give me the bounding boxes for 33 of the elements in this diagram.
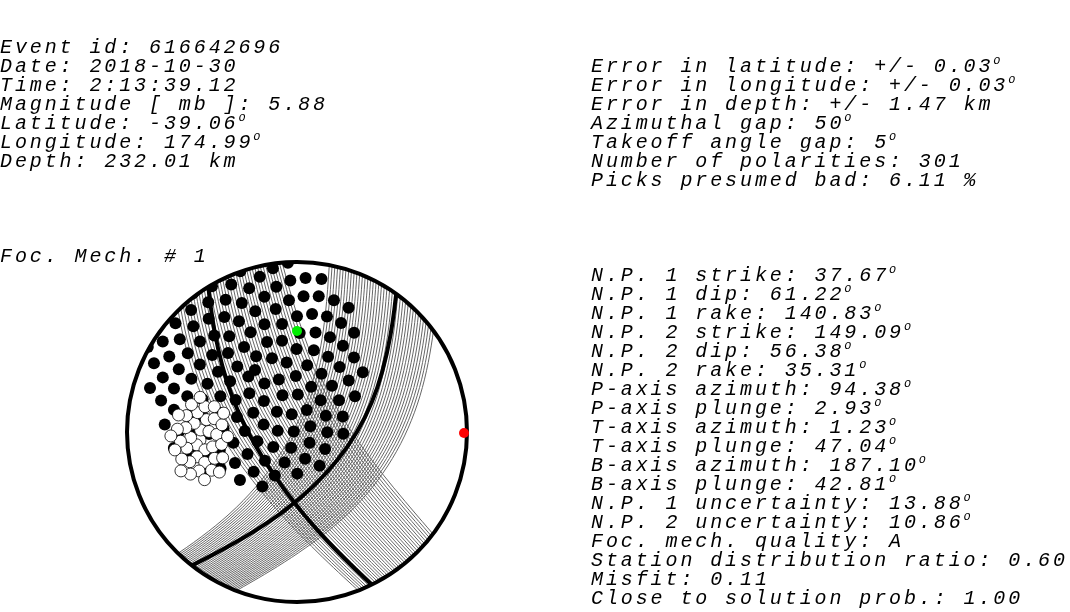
info-text: B-axis plunge: 42.81$^{o}$: [591, 475, 897, 494]
info-text: N.P. 1 dip: 61.22$^{o}$: [591, 285, 852, 304]
info-text: Close to solution prob.: 1.00: [591, 589, 1024, 608]
panel-heading: Foc. Mech. # 1: [0, 247, 209, 266]
info-text: P-axis azimuth: 94.38$^{o}$: [591, 380, 912, 399]
info-text: Longitude: 174.99$^{o}$: [0, 133, 261, 152]
info-text: Date: 2018-10-30: [0, 57, 239, 76]
info-text: Picks presumed bad: 6.11 %: [591, 171, 979, 190]
info-text: Station distribution ratio: 0.60: [591, 551, 1068, 570]
info-text: T-axis plunge: 47.04$^{o}$: [591, 437, 897, 456]
info-text: N.P. 1 rake: 140.83$^{o}$: [591, 304, 882, 323]
info-text: Number of polarities: 301: [591, 152, 964, 171]
info-text: N.P. 2 dip: 56.38$^{o}$: [591, 342, 852, 361]
info-text: N.P. 1 uncertainty: 13.88$^{o}$: [591, 494, 971, 513]
info-text: Error in longitude: +/- 0.03$^{o}$: [591, 76, 1016, 95]
info-text: Error in depth: +/- 1.47 km: [591, 95, 994, 114]
info-text: N.P. 2 rake: 35.31$^{o}$: [591, 361, 867, 380]
info-text: N.P. 2 uncertainty: 10.86$^{o}$: [591, 513, 971, 532]
info-text: Depth: 232.01 km: [0, 152, 239, 171]
info-text: Error in latitude: +/- 0.03$^{o}$: [591, 57, 1001, 76]
info-text: Latitude: -39.06$^{o}$: [0, 114, 246, 133]
info-text: N.P. 2 strike: 149.09$^{o}$: [591, 323, 912, 342]
info-text: B-axis azimuth: 187.10$^{o}$: [591, 456, 927, 475]
info-text: Magnitude [ mb ]: 5.88: [0, 95, 328, 114]
info-text: Azimuthal gap: 50$^{o}$: [591, 114, 852, 133]
info-text: Misfit: 0.11: [591, 570, 770, 589]
info-text: Event id: 616642696: [0, 38, 284, 57]
info-text: Takeoff angle gap: 5$^{o}$: [591, 133, 897, 152]
info-text: Time: 2:13:39.12: [0, 76, 239, 95]
info-text: P-axis plunge: 2.93$^{o}$: [591, 399, 882, 418]
info-text: T-axis azimuth: 1.23$^{o}$: [591, 418, 897, 437]
info-text: N.P. 1 strike: 37.67$^{o}$: [591, 266, 897, 285]
info-text: Foc. mech. quality: A: [591, 532, 904, 551]
